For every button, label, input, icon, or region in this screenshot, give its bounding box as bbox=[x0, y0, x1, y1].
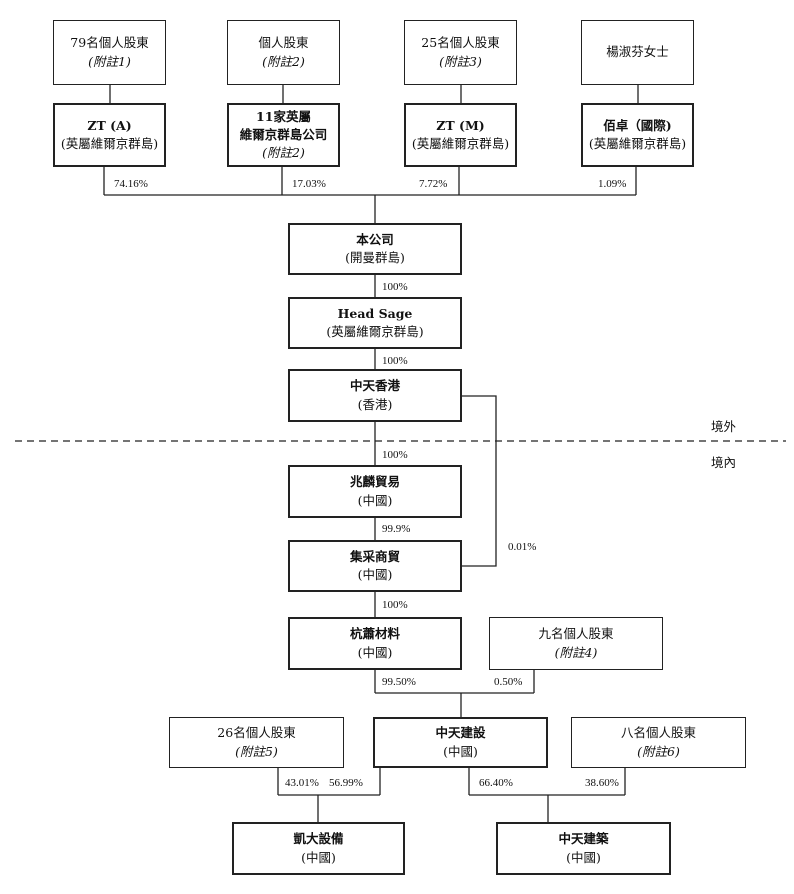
entity-zhongtian-hk: 中天香港 (香港) bbox=[288, 369, 462, 422]
pct-zhongtian-hk: 100% bbox=[382, 355, 408, 367]
entity-zt-a: ZT (A) (英屬維爾京群島) bbox=[53, 103, 166, 167]
pct-kaida-from-ztjs: 56.99% bbox=[329, 777, 363, 789]
entity-note: (附註2) bbox=[262, 53, 305, 69]
connector-line bbox=[461, 395, 497, 567]
pct-zt-a: 74.16% bbox=[114, 178, 148, 190]
entity-name: 兆麟貿易 bbox=[349, 474, 400, 490]
pct-kaida-from-26-holders: 43.01% bbox=[285, 777, 319, 789]
entity-name: 79名個人股東 bbox=[70, 35, 149, 51]
entity-note: (附註2) bbox=[262, 145, 305, 161]
entity-name: 11家英屬 bbox=[256, 108, 311, 124]
entity-name: 八名個人股東 bbox=[620, 725, 696, 741]
pct-hangxiao: 100% bbox=[382, 599, 408, 611]
pct-jicai: 99.9% bbox=[382, 523, 411, 535]
entity-name: 九名個人股東 bbox=[538, 626, 614, 642]
pct-11-bvi: 17.03% bbox=[292, 178, 326, 190]
entity-name: 中天建設 bbox=[435, 725, 486, 741]
entity-jurisdiction: (中國) bbox=[443, 743, 478, 759]
region-label-onshore: 境內 bbox=[711, 456, 737, 470]
entity-kaida-equipment: 凱大設備 (中國) bbox=[232, 822, 405, 875]
entity-zhaolin-trading: 兆麟貿易 (中國) bbox=[288, 465, 462, 518]
entity-name: 凱大設備 bbox=[293, 831, 344, 847]
entity-name: 26名個人股東 bbox=[217, 725, 296, 741]
pct-ztjz-from-8-holders: 38.60% bbox=[585, 777, 619, 789]
entity-zt-m: ZT (M) (英屬維爾京群島) bbox=[404, 103, 517, 167]
entity-zhongtian-construction: 中天建設 (中國) bbox=[373, 717, 548, 768]
entity-jurisdiction: (英屬維爾京群島) bbox=[588, 136, 687, 151]
entity-26-individual-shareholders: 26名個人股東 (附註5) bbox=[169, 717, 344, 768]
entity-jurisdiction: (中國) bbox=[566, 849, 601, 865]
pct-head-sage: 100% bbox=[382, 281, 408, 293]
region-label-offshore: 境外 bbox=[711, 420, 737, 434]
entity-name: 本公司 bbox=[356, 231, 394, 247]
entity-jicai-commerce: 集采商貿 (中國) bbox=[288, 540, 462, 592]
pct-zhaolin: 100% bbox=[382, 449, 408, 461]
entity-note: (附註5) bbox=[235, 743, 278, 759]
entity-jurisdiction: (英屬維爾京群島) bbox=[326, 324, 424, 339]
entity-name: 中天建築 bbox=[558, 831, 609, 847]
entity-name: 中天香港 bbox=[349, 378, 400, 394]
pct-ztjz-from-ztjs: 66.40% bbox=[479, 777, 513, 789]
entity-ms-yang: 楊淑芬女士 bbox=[581, 20, 694, 85]
entity-jurisdiction: (中國) bbox=[357, 492, 393, 508]
entity-jurisdiction: (中國) bbox=[357, 644, 393, 660]
entity-individual-shareholders: 個人股東 (附註2) bbox=[227, 20, 340, 85]
entity-25-individual-shareholders: 25名個人股東 (附註3) bbox=[404, 20, 517, 85]
entity-name: 楊淑芬女士 bbox=[606, 44, 669, 60]
entity-jurisdiction: (英屬維爾京群島) bbox=[411, 136, 510, 151]
entity-jurisdiction: (英屬維爾京群島) bbox=[60, 136, 159, 151]
entity-baizhuo-international: 佰卓（國際) (英屬維爾京群島) bbox=[581, 103, 694, 167]
entity-name: ZT (M) bbox=[436, 117, 485, 133]
entity-head-sage: Head Sage (英屬維爾京群島) bbox=[288, 297, 462, 349]
pct-zt-m: 7.72% bbox=[419, 178, 448, 190]
entity-jurisdiction: (中國) bbox=[357, 567, 393, 582]
entity-jurisdiction: (香港) bbox=[357, 396, 393, 412]
entity-name: 杭蕭材料 bbox=[349, 626, 400, 642]
entity-jurisdiction: (開曼群島) bbox=[345, 250, 405, 265]
pct-ztjs-from-hangxiao: 99.50% bbox=[382, 676, 416, 688]
entity-name: 25名個人股東 bbox=[421, 35, 500, 51]
entity-jurisdiction: (中國) bbox=[301, 849, 336, 865]
entity-79-individual-shareholders: 79名個人股東 (附註1) bbox=[53, 20, 166, 85]
entity-name: 佰卓（國際) bbox=[603, 117, 672, 133]
entity-zhongtian-building: 中天建築 (中國) bbox=[496, 822, 671, 875]
pct-baizhuo: 1.09% bbox=[598, 178, 627, 190]
entity-note: (附註6) bbox=[637, 743, 680, 759]
entity-note: (附註1) bbox=[88, 53, 131, 69]
entity-name-cont: 維爾京群島公司 bbox=[239, 126, 328, 142]
entity-11-bvi-companies: 11家英屬 維爾京群島公司 (附註2) bbox=[227, 103, 340, 167]
entity-name: Head Sage bbox=[337, 305, 413, 321]
pct-ztjs-from-9-holders: 0.50% bbox=[494, 676, 523, 688]
entity-note: (附註3) bbox=[439, 53, 482, 69]
entity-name: ZT (A) bbox=[87, 117, 132, 133]
entity-8-individual-shareholders: 八名個人股東 (附註6) bbox=[571, 717, 746, 768]
entity-name: 集采商貿 bbox=[349, 548, 400, 564]
entity-name: 個人股東 bbox=[258, 35, 309, 51]
entity-9-individual-shareholders: 九名個人股東 (附註4) bbox=[489, 617, 663, 670]
entity-hangxiao-materials: 杭蕭材料 (中國) bbox=[288, 617, 462, 670]
entity-the-company: 本公司 (開曼群島) bbox=[288, 223, 462, 275]
pct-jicai-from-hk: 0.01% bbox=[508, 541, 537, 553]
entity-note: (附註4) bbox=[554, 644, 598, 660]
